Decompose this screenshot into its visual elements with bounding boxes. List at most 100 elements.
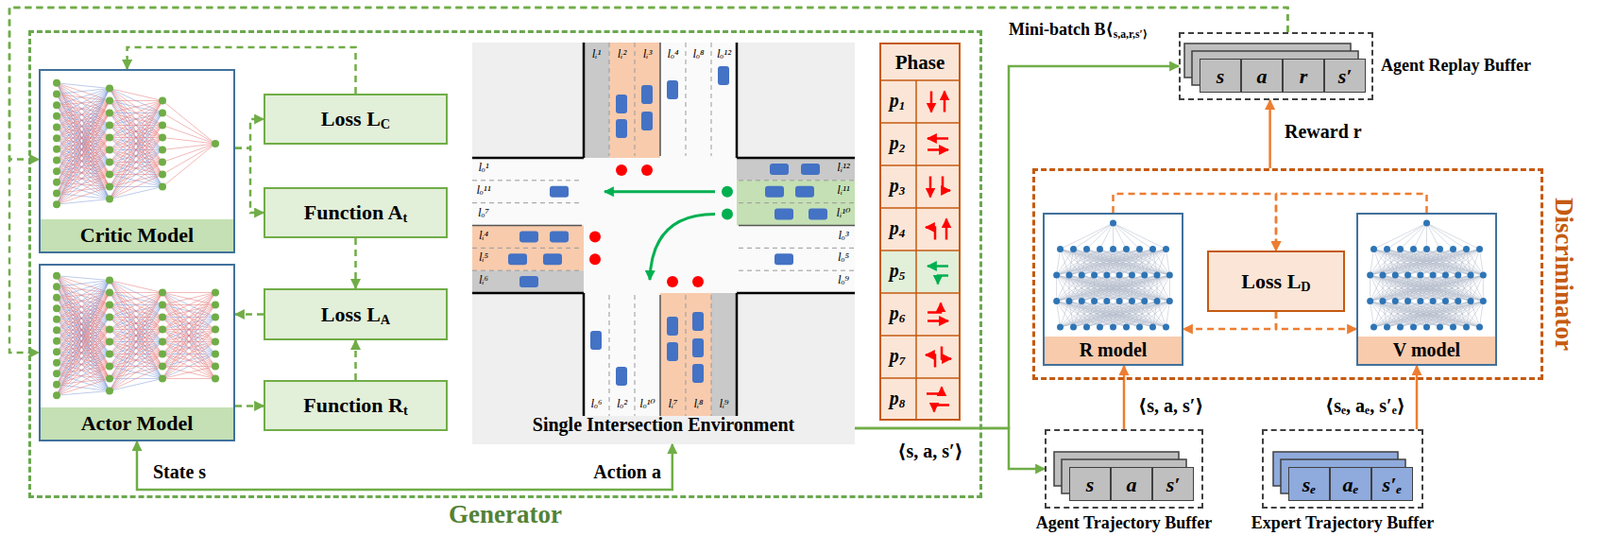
net-link	[109, 292, 163, 330]
net-link	[56, 150, 110, 205]
net-link	[56, 101, 110, 172]
phase-movement-arrow	[927, 319, 949, 323]
net-neuron	[52, 337, 61, 345]
net-link	[1056, 274, 1171, 302]
net-link	[1427, 222, 1454, 250]
net-link	[56, 88, 110, 161]
phase-name: p4	[889, 217, 906, 239]
net-neuron	[105, 97, 114, 105]
net-neuron	[105, 276, 114, 285]
connector-arrow	[136, 441, 673, 490]
subscript: C	[380, 116, 391, 132]
net-link	[1131, 274, 1170, 302]
buffer-cell: aₑ	[1329, 466, 1372, 501]
net-neuron	[1436, 245, 1444, 253]
net-link	[109, 292, 163, 342]
shape-rect	[765, 186, 784, 198]
net-neuron	[1109, 220, 1117, 227]
box-label: Function At	[265, 201, 446, 224]
net-link	[1119, 274, 1170, 302]
net-link	[56, 305, 110, 385]
lane-label: lₒ⁶	[591, 396, 603, 410]
net-link	[56, 101, 110, 183]
lane-divider	[609, 42, 611, 156]
net-neuron	[158, 97, 167, 105]
shape-rect	[736, 157, 855, 181]
net-neuron	[1423, 220, 1430, 227]
net-link	[162, 113, 216, 145]
net-link	[1069, 274, 1170, 302]
net-neuron	[105, 374, 114, 383]
net-neuron	[1136, 245, 1143, 253]
shape-rect	[736, 180, 855, 226]
net-link	[1382, 249, 1481, 276]
table-rule	[879, 334, 961, 337]
shape-rect	[666, 316, 679, 336]
net-link	[109, 292, 163, 330]
lane-divider	[685, 294, 687, 416]
shape-rect	[692, 363, 704, 383]
net-neuron	[52, 200, 61, 208]
buffer-caption: Agent Trajectory Buffer	[1008, 513, 1240, 533]
lane-divider	[659, 294, 662, 416]
net-link	[109, 305, 163, 392]
lane-divider	[634, 42, 636, 156]
net-link	[1113, 301, 1171, 328]
net-neuron	[1480, 297, 1487, 305]
generator-region: GeneratorCritic ModelActor ModelLoss LCF…	[28, 30, 983, 498]
process-box: Function Rt	[263, 379, 448, 431]
net-link	[56, 292, 110, 363]
connector-arrow	[1415, 365, 1419, 429]
table-rule	[879, 164, 961, 167]
net-link	[1113, 222, 1167, 250]
net-link	[1087, 249, 1171, 276]
shape-rect	[519, 275, 539, 288]
net-neuron	[158, 146, 167, 154]
shape-rect	[590, 330, 602, 350]
net-link	[109, 317, 163, 392]
net-link	[1370, 249, 1454, 276]
net-link	[56, 101, 110, 205]
subscript: A	[380, 311, 391, 327]
flow-label: State s	[153, 460, 206, 482]
net-link	[56, 83, 110, 200]
net-link	[1374, 249, 1484, 276]
phase-name: p6	[889, 302, 906, 324]
net-link	[162, 305, 216, 379]
net-link	[1370, 249, 1481, 276]
net-neuron	[1056, 323, 1064, 331]
net-link	[109, 292, 163, 318]
table-header: Phase	[881, 44, 959, 81]
net-link	[1370, 301, 1375, 328]
shape-rect	[472, 225, 584, 272]
net-link	[109, 137, 163, 200]
buffer-cell: s′	[1152, 466, 1194, 501]
net-link	[1387, 301, 1484, 328]
shape-rect	[692, 311, 704, 331]
net-link	[56, 292, 110, 396]
net-neuron	[1166, 297, 1174, 305]
net-link	[1106, 249, 1167, 276]
phase-movement-arrow	[941, 346, 952, 359]
net-link	[56, 275, 110, 281]
net-neuron	[1090, 272, 1098, 279]
net-neuron	[211, 289, 220, 297]
net-link	[56, 113, 110, 139]
net-neuron	[158, 183, 167, 191]
net-link	[109, 292, 163, 306]
lane-divider	[634, 294, 636, 416]
shape-rect	[508, 253, 528, 265]
net-link	[162, 292, 216, 379]
net-link	[1370, 274, 1484, 302]
net-neuron	[1096, 323, 1104, 331]
net-link	[162, 143, 216, 151]
net-neuron	[1423, 323, 1430, 331]
net-link	[1081, 274, 1170, 302]
net-link	[1370, 301, 1481, 328]
net-neuron	[1378, 297, 1386, 305]
table-rule	[915, 80, 918, 421]
net-link	[109, 292, 163, 367]
net-neuron	[158, 374, 167, 383]
net-link	[56, 88, 110, 205]
net-neuron	[1480, 272, 1487, 279]
